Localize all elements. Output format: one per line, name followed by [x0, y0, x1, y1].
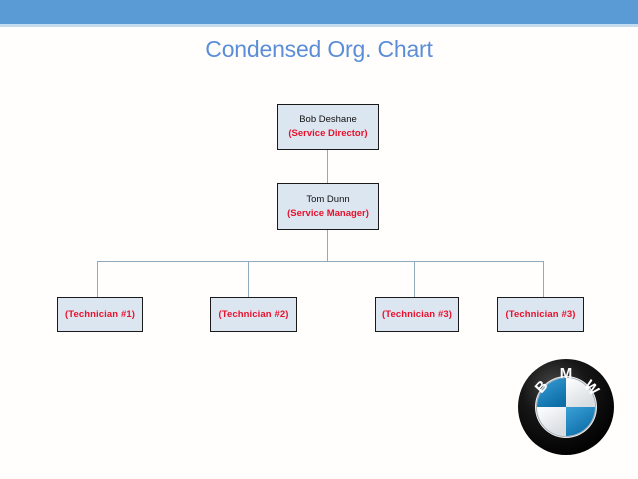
connector-drop-technician-1: [97, 261, 99, 297]
org-node-service-manager[interactable]: Tom Dunn (Service Manager): [277, 183, 379, 230]
org-node-role: (Technician #1): [65, 308, 135, 320]
org-node-role: (Service Manager): [287, 207, 369, 219]
connector-manager-down: [327, 230, 329, 261]
connector-drop-technician-3: [414, 261, 416, 297]
org-node-technician-2[interactable]: (Technician #2): [210, 297, 297, 332]
top-banner-underline: [0, 24, 638, 27]
org-node-service-director[interactable]: Bob Deshane (Service Director): [277, 104, 379, 150]
org-node-role: (Service Director): [288, 128, 368, 139]
org-node-technician-1[interactable]: (Technician #1): [57, 297, 143, 332]
bmw-logo-icon: B M W: [516, 357, 616, 457]
org-node-role: (Technician #3): [505, 308, 576, 320]
top-banner: [0, 0, 638, 24]
page-title: Condensed Org. Chart: [205, 36, 433, 62]
connector-horizontal-bus: [97, 261, 544, 263]
org-node-technician-4[interactable]: (Technician #3): [497, 297, 584, 332]
org-node-name: Tom Dunn: [306, 193, 350, 205]
org-node-name: Bob Deshane: [299, 114, 357, 126]
connector-drop-technician-4: [543, 261, 545, 297]
connector-director-to-manager: [327, 150, 329, 183]
connector-drop-technician-2: [248, 261, 250, 297]
org-node-technician-3[interactable]: (Technician #3): [375, 297, 459, 332]
org-node-role: (Technician #3): [382, 308, 452, 320]
bmw-letter-m: M: [560, 365, 573, 382]
org-node-role: (Technician #2): [218, 308, 289, 320]
